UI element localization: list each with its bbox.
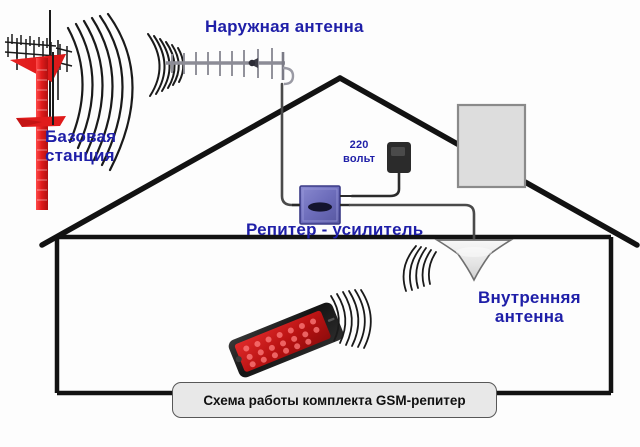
label-outdoor-antenna: Наружная антенна: [205, 17, 364, 36]
house-outline: [39, 75, 640, 396]
label-base-station: Базовая станция: [45, 127, 117, 166]
dome-antenna: [434, 239, 514, 282]
indoor-antenna-waves: [402, 245, 437, 292]
power-adapter: [350, 142, 411, 198]
coaxial-cable-outdoor: [280, 82, 302, 207]
base-station-tower: [4, 10, 73, 210]
phone-signal-waves: [330, 289, 372, 349]
chimney: [456, 103, 527, 189]
tower-signal-waves: [66, 12, 134, 172]
diagram-caption-text: Схема работы комплекта GSM-репитер: [203, 392, 466, 408]
repeater-amplifier: [292, 185, 352, 225]
label-power-voltage: 220 вольт: [343, 139, 376, 165]
yagi-antenna: [166, 48, 295, 86]
diagram-caption-box: Схема работы комплекта GSM-репитер: [172, 382, 497, 418]
smartphone: [228, 302, 344, 378]
label-repeater: Репитер - усилитель: [246, 220, 424, 239]
label-indoor-antenna: Внутренняя антенна: [478, 288, 581, 327]
coaxial-cable-indoor: [348, 203, 476, 242]
outdoor-antenna-incoming-waves: [147, 33, 185, 97]
